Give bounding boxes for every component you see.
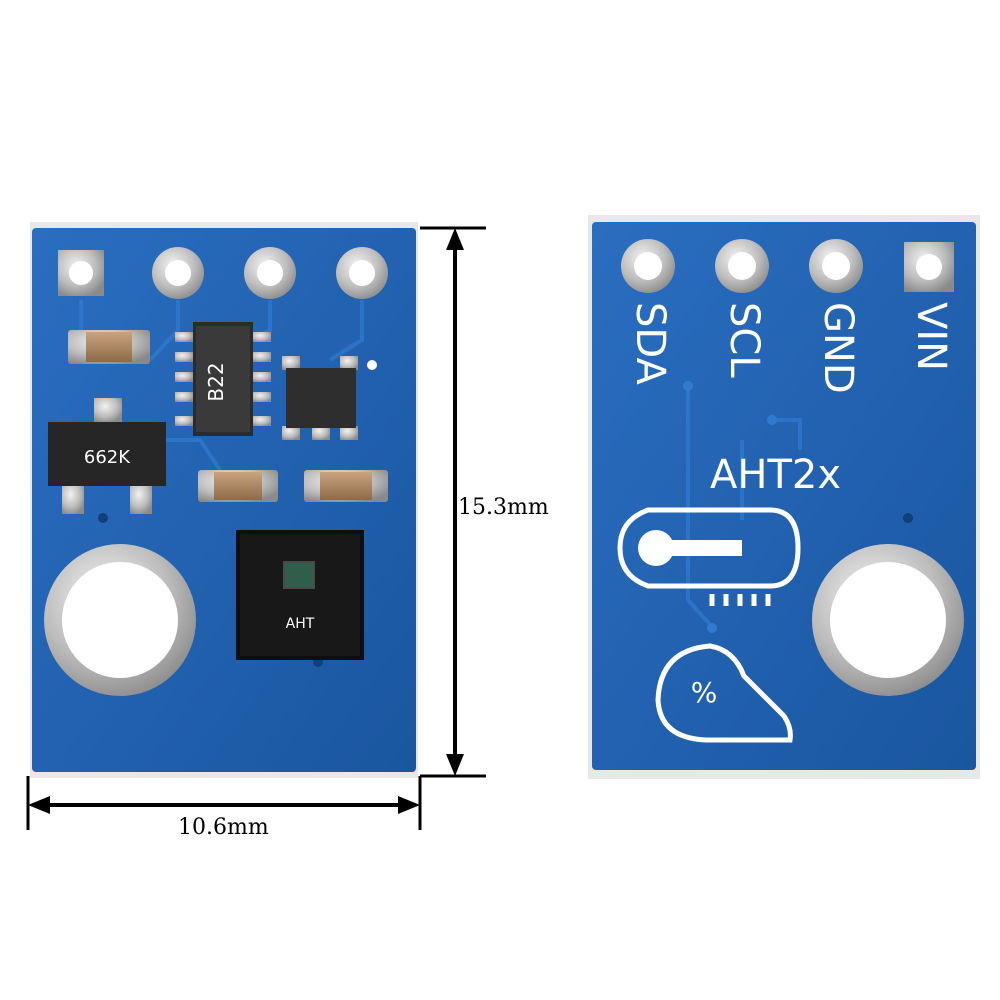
via: [767, 415, 777, 425]
back-header-pins: [621, 239, 954, 293]
thermometer-icon: [617, 507, 801, 606]
back-board: SDA SCL GND VIN AHT2x: [588, 215, 980, 779]
sensor-marking: AHT: [286, 616, 315, 632]
capacitor: [198, 470, 278, 502]
back-traces: [686, 388, 802, 632]
via: [707, 623, 717, 633]
pin-label-scl: SCL: [721, 302, 767, 378]
width-label: 10.6mm: [178, 815, 269, 840]
capacitor: [68, 330, 150, 364]
via: [683, 381, 693, 391]
regulator-chip: B22: [175, 322, 271, 436]
via: [367, 360, 377, 370]
pin-labels: SDA SCL GND VIN: [627, 302, 954, 394]
level-shifter-chip: [282, 356, 358, 440]
capacitor: [304, 470, 388, 502]
mounting-hole: [44, 544, 196, 696]
front-header-pins: [58, 247, 388, 299]
height-label: 15.3mm: [458, 495, 549, 520]
model-label: AHT2x: [710, 452, 841, 498]
transistor-marking: 662K: [84, 447, 131, 468]
humidity-percent: %: [691, 676, 718, 709]
transistor: 662K: [48, 398, 166, 514]
humidity-sensor-chip: AHT: [236, 530, 364, 660]
via: [98, 513, 108, 523]
pin-label-vin: VIN: [908, 302, 954, 371]
mounting-hole: [812, 544, 964, 696]
chip-marking: B22: [204, 362, 228, 401]
width-dimension: 10.6mm: [26, 776, 422, 840]
via: [903, 513, 913, 523]
humidity-drop-icon: %: [655, 643, 793, 743]
height-dimension: 15.3mm: [420, 226, 549, 778]
pin-label-sda: SDA: [627, 302, 673, 385]
pin-label-gnd: GND: [815, 302, 861, 394]
front-board: B22 662K: [30, 222, 418, 778]
